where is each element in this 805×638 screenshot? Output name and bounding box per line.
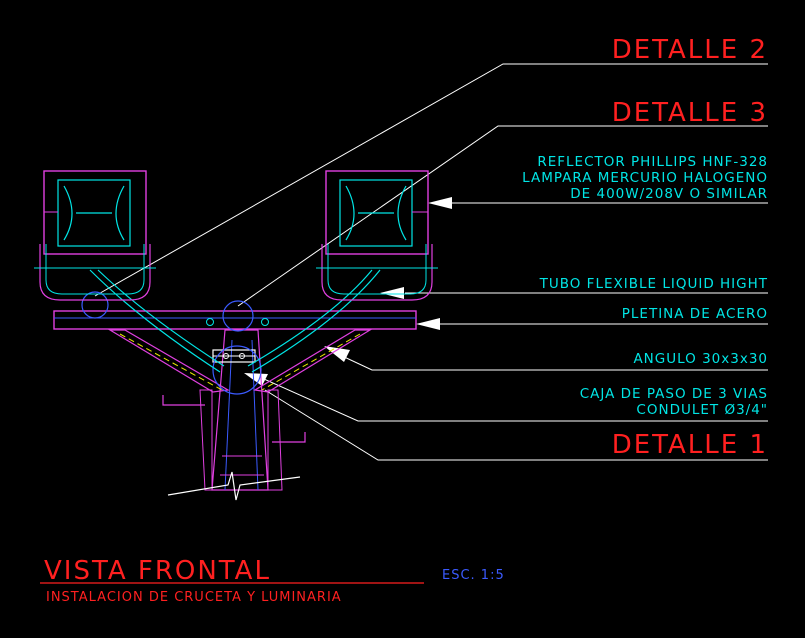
angle-braces — [107, 329, 373, 393]
detalle-2-label: DETALLE 2 — [612, 35, 768, 65]
luminaire-right-lens — [339, 179, 413, 247]
arrow-reflector — [428, 197, 452, 209]
reflector-note-line3: DE 400W/208V O SIMILAR — [570, 186, 768, 202]
luminaire-right-yoke-inner — [327, 244, 427, 295]
leader-arrowheads — [244, 197, 452, 386]
junction-box-bolt-left — [223, 353, 229, 359]
drawing-subtitle: INSTALACION DE CRUCETA Y LUMINARIA — [46, 590, 342, 605]
ground-break-line — [167, 471, 301, 501]
junction-box — [212, 349, 256, 363]
leader-detalle-1 — [264, 389, 768, 461]
pletina-note: PLETINA DE ACERO — [622, 306, 768, 322]
conduit-left-inner — [97, 269, 225, 367]
arrow-tubo — [380, 287, 404, 299]
brace-left — [107, 329, 230, 393]
leader-detalle-2 — [94, 63, 768, 297]
pole — [199, 329, 283, 491]
brace-left-dash — [119, 333, 223, 391]
arrow-pletina — [416, 318, 440, 330]
leader-detalle-3 — [237, 125, 768, 307]
pole-inner-right — [251, 339, 259, 491]
luminaire-left — [34, 170, 156, 301]
luminaire-right-yoke — [321, 244, 433, 301]
junction-box-bolt-right — [239, 353, 245, 359]
luminaire-left-yoke — [39, 244, 151, 301]
reflector-note-line2: LAMPARA MERCURIO HALOGENO — [522, 170, 768, 186]
detail-circle-1 — [212, 345, 262, 395]
view-title: VISTA FRONTAL — [44, 556, 271, 586]
detail-circle-3 — [222, 300, 254, 332]
luminaire-left-lens — [57, 179, 131, 247]
pole-lower-left — [199, 389, 213, 491]
detail-circles — [81, 291, 262, 395]
brace-right-dash — [261, 333, 361, 391]
leader-lines — [94, 63, 768, 461]
plate-bolt-left — [206, 318, 214, 326]
luminaire-right — [316, 170, 438, 301]
luminaire-left-reflector — [63, 185, 125, 241]
arrow-caja — [244, 373, 268, 386]
reflector-note-line1: REFLECTOR PHILLIPS HNF-328 — [537, 154, 768, 170]
leader-caja — [254, 374, 768, 422]
tubo-note: TUBO FLEXIBLE LIQUID HIGHT — [539, 276, 768, 292]
side-brackets — [162, 395, 306, 443]
flexible-conduits — [89, 269, 381, 373]
brace-right — [253, 329, 373, 393]
detail-circle-2 — [81, 291, 109, 319]
conduit-right-outer — [251, 269, 381, 373]
luminaire-right-reflector — [345, 185, 407, 241]
steel-plate — [53, 310, 417, 330]
caja-note-line1: CAJA DE PASO DE 3 VIAS — [580, 386, 768, 402]
caja-note-line2: CONDULET Ø3/4" — [636, 402, 768, 418]
bracket-left — [162, 395, 205, 406]
conduit-left-outer — [89, 269, 221, 373]
scale-label: ESC. 1:5 — [442, 568, 505, 583]
conduit-right-inner — [247, 269, 373, 367]
leader-angulo — [339, 354, 768, 371]
detalle-1-label: DETALLE 1 — [612, 430, 768, 460]
pole-inner-left — [224, 339, 233, 491]
angulo-note: ANGULO 30x3x30 — [633, 351, 768, 367]
arrow-angulo — [324, 346, 350, 362]
detalle-3-label: DETALLE 3 — [612, 98, 768, 128]
luminaire-left-yoke-inner — [45, 244, 145, 295]
pole-lower-right — [267, 389, 283, 491]
bracket-right — [272, 432, 306, 443]
plate-outer — [53, 310, 417, 330]
plate-bolt-right — [261, 318, 269, 326]
